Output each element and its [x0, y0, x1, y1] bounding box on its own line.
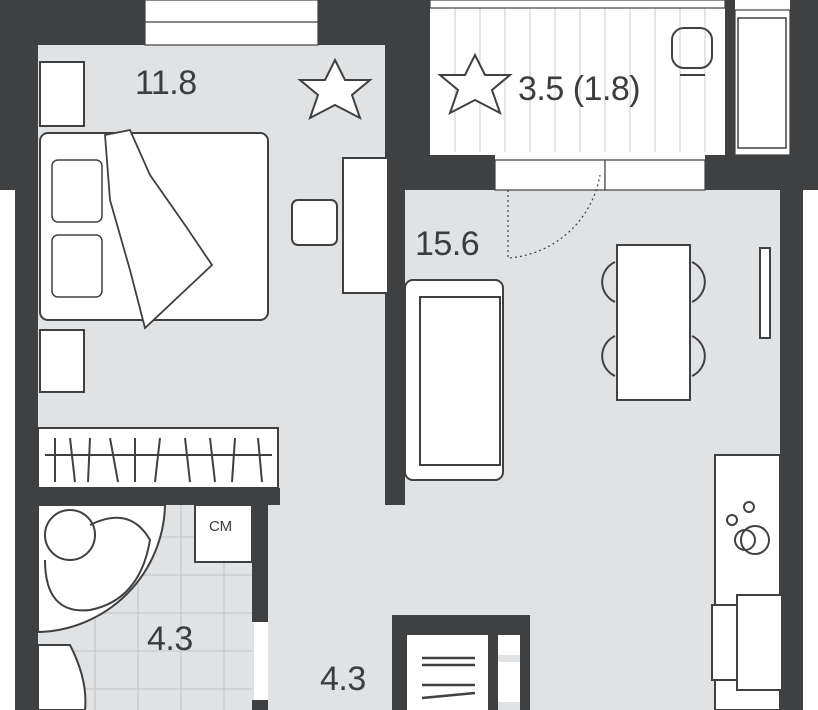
nightstand: [39, 329, 85, 393]
wardrobe-hangers: [45, 437, 272, 483]
bathtub: [37, 504, 167, 634]
balcony-area-label: 3.5 (1.8): [518, 70, 641, 108]
dining-chairs: [601, 261, 706, 377]
hall-floor: [268, 488, 408, 710]
stool: [291, 199, 338, 246]
bathtub-basin: [44, 509, 152, 612]
sofa: [404, 279, 504, 481]
closet-shelves: [421, 656, 476, 700]
balcony-desk-area: [734, 9, 791, 156]
pillow: [51, 234, 103, 298]
pillow: [51, 159, 103, 223]
tv: [759, 247, 771, 339]
office-chair-icon: [671, 27, 713, 76]
windows: [144, 0, 706, 191]
living-area-label: 15.6: [415, 225, 480, 263]
bedroom-area-label: 11.8: [135, 64, 197, 102]
plant-icon: [297, 52, 513, 121]
dining-table: [616, 244, 691, 401]
sink-icon: [726, 501, 770, 555]
stove-icon: [711, 594, 783, 691]
nightstand: [39, 61, 85, 127]
washing-machine: [194, 504, 253, 563]
blanket: [104, 128, 214, 330]
washing-machine-label: СМ: [209, 518, 233, 535]
hall-closet: [407, 635, 488, 710]
desk: [737, 17, 787, 149]
balcony-door-swing: [507, 174, 601, 259]
bathroom-area-label: 4.3: [147, 620, 193, 658]
desk-bedroom: [342, 157, 389, 294]
hall-area-label: 4.3: [320, 660, 366, 698]
